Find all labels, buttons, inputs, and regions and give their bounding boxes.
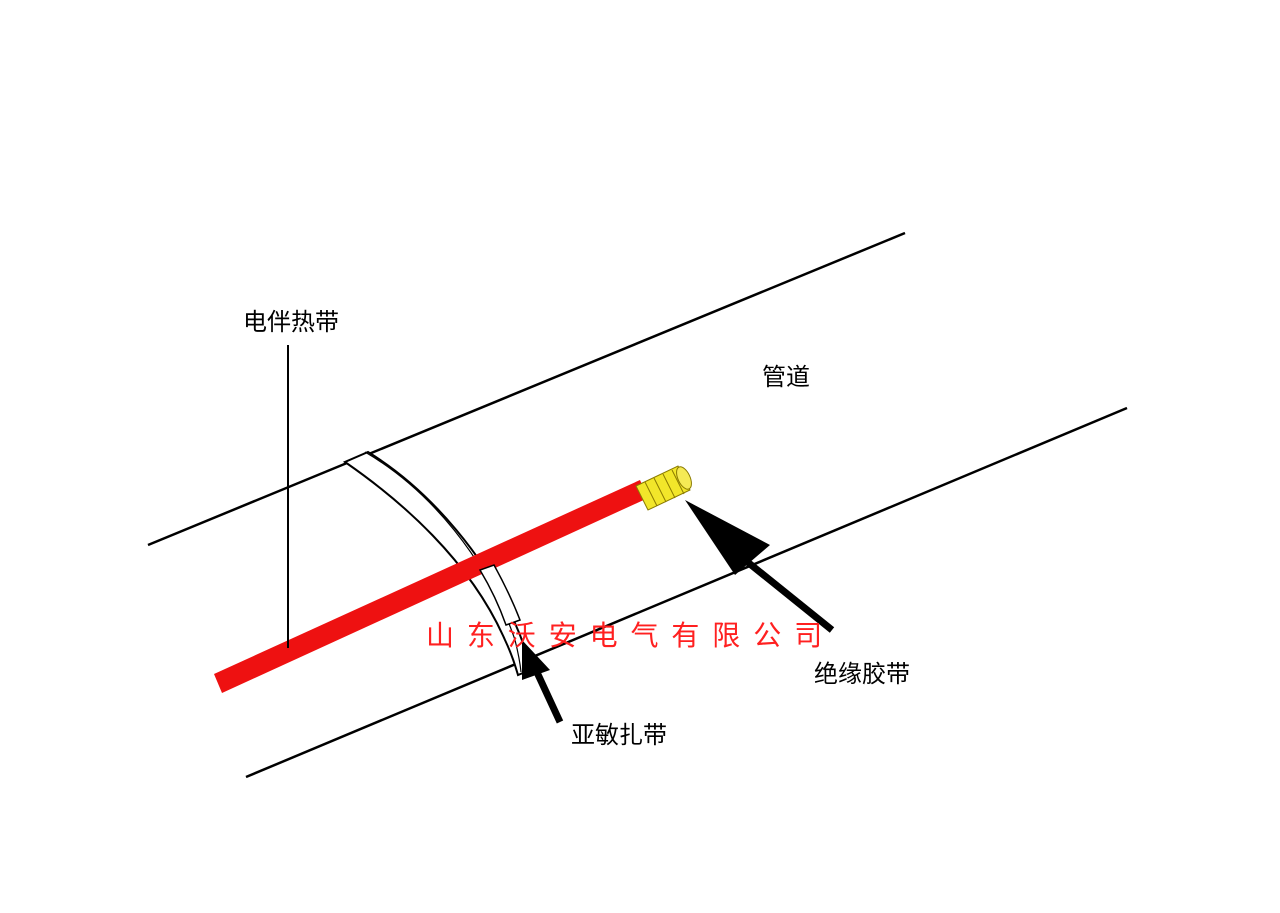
- insulation-tape: [635, 465, 692, 511]
- insulation-tape-label: 绝缘胶带: [814, 660, 910, 688]
- pipe-label: 管道: [762, 363, 810, 391]
- cable-tie-arrow: [522, 640, 564, 724]
- heating-cable-label: 电伴热带: [243, 308, 339, 336]
- cable-tie-front: [478, 564, 521, 626]
- pipe-bottom-edge: [245, 406, 1128, 779]
- company-watermark: 山 东 沃 安 电 气 有 限 公 司: [426, 619, 824, 652]
- heating-cable: [214, 480, 648, 693]
- pipe-top-edge: [147, 231, 906, 547]
- insulation-tape-arrow: [685, 500, 835, 633]
- cable-tie-label: 亚敏扎带: [571, 721, 667, 749]
